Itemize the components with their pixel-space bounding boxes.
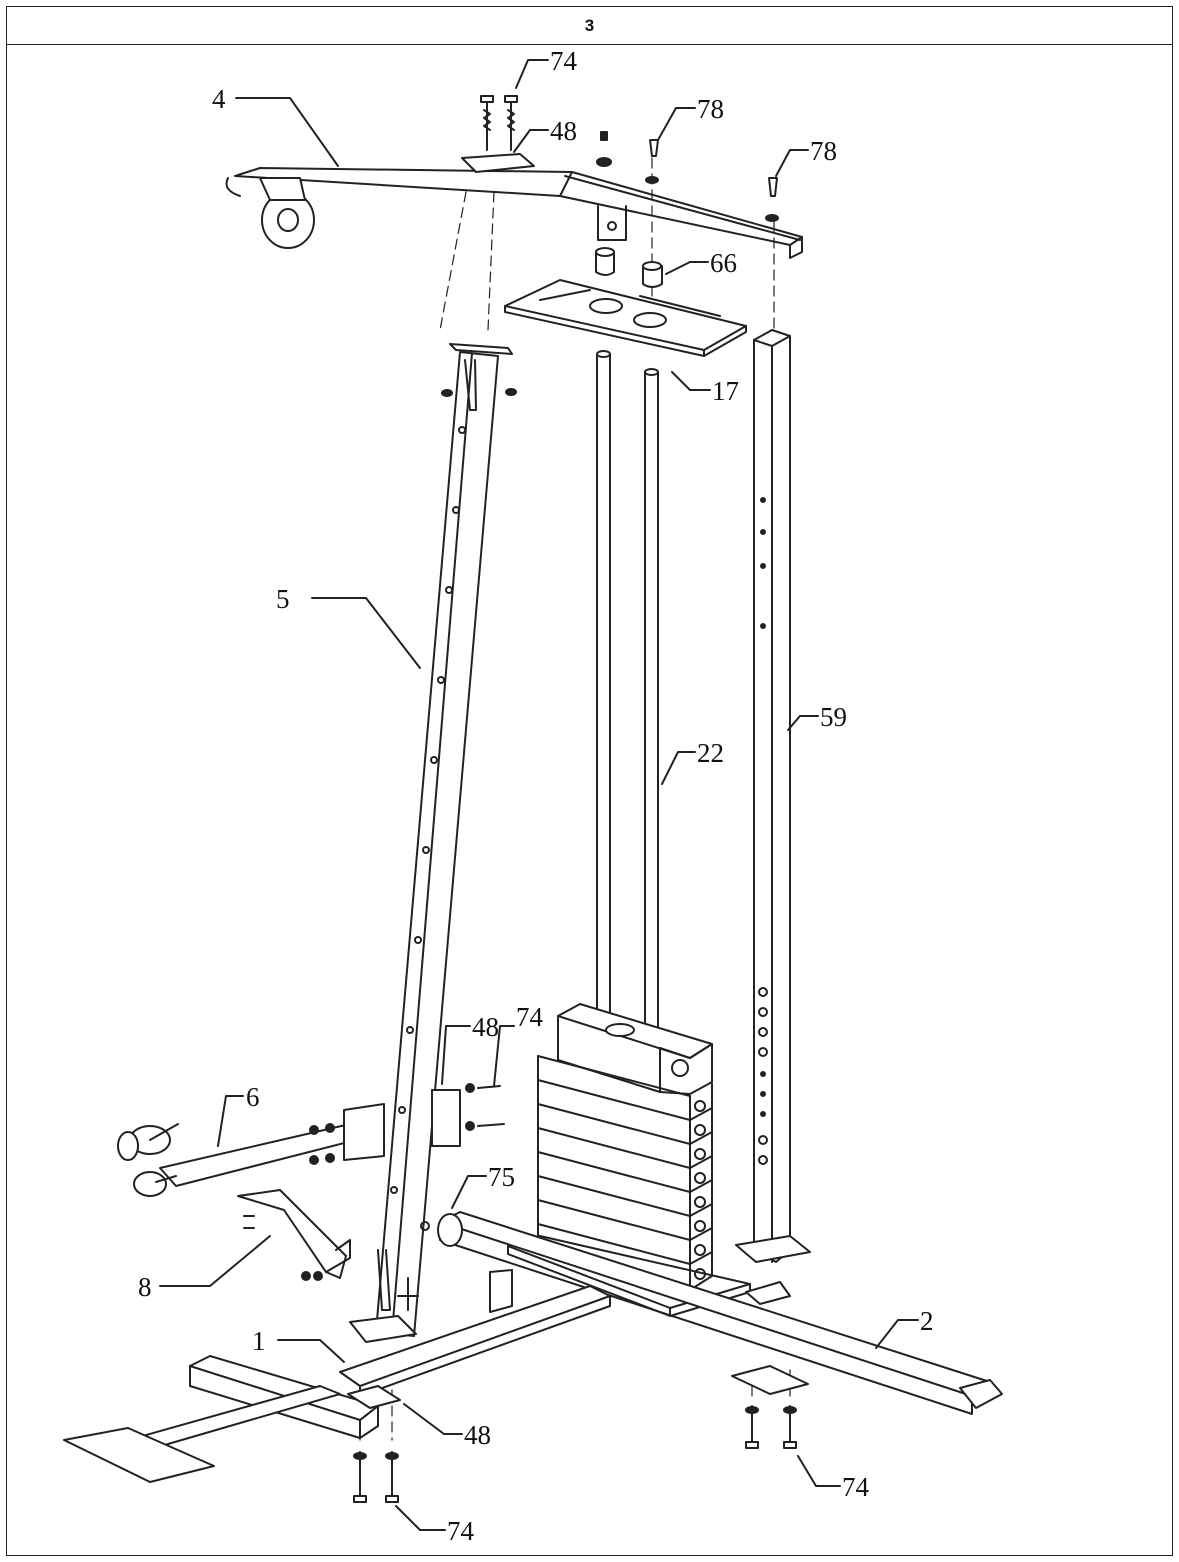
- callout-74: 74: [550, 46, 578, 76]
- callout-66: 66: [710, 248, 737, 278]
- base-frame-parts: [63, 1211, 1003, 1483]
- diagram-frame: 3: [6, 6, 1173, 1556]
- spacer-part: [595, 247, 663, 288]
- callout-75: 75: [488, 1162, 515, 1192]
- bottom-bolts: [353, 1405, 797, 1503]
- assembly-guide-lines: [359, 157, 791, 1441]
- step-number: 3: [7, 7, 1172, 45]
- callout-labels: 74 4 48 78 78 66 17 5 59 22 48 74 6 75 8…: [138, 46, 934, 1546]
- callout-2: 2: [920, 1306, 934, 1336]
- top-plate-part: [504, 279, 747, 357]
- front-upright-part: [349, 343, 517, 1343]
- leg-extension-part: [117, 1083, 505, 1197]
- callout-1: 1: [252, 1326, 266, 1356]
- callout-17: 17: [712, 376, 739, 406]
- callout-74: 74: [447, 1516, 475, 1546]
- callout-6: 6: [246, 1082, 260, 1112]
- callout-48: 48: [464, 1420, 491, 1450]
- callout-78: 78: [810, 136, 837, 166]
- rear-upright-part: [735, 329, 811, 1263]
- callout-48: 48: [472, 1012, 499, 1042]
- callout-78: 78: [697, 94, 724, 124]
- callout-22: 22: [697, 738, 724, 768]
- callout-5: 5: [276, 584, 290, 614]
- top-bolts: [461, 95, 779, 222]
- callout-48: 48: [550, 116, 577, 146]
- guide-rods-part: [596, 350, 659, 1041]
- callout-4: 4: [212, 84, 226, 114]
- callout-leaders: [159, 59, 919, 1531]
- weight-stack-part: [507, 1003, 751, 1317]
- support-brace-part: [237, 1189, 430, 1311]
- callout-74: 74: [516, 1002, 544, 1032]
- callout-59: 59: [820, 702, 847, 732]
- callout-74: 74: [842, 1472, 870, 1502]
- callout-8: 8: [138, 1272, 152, 1302]
- top-arm-part: [225, 167, 803, 259]
